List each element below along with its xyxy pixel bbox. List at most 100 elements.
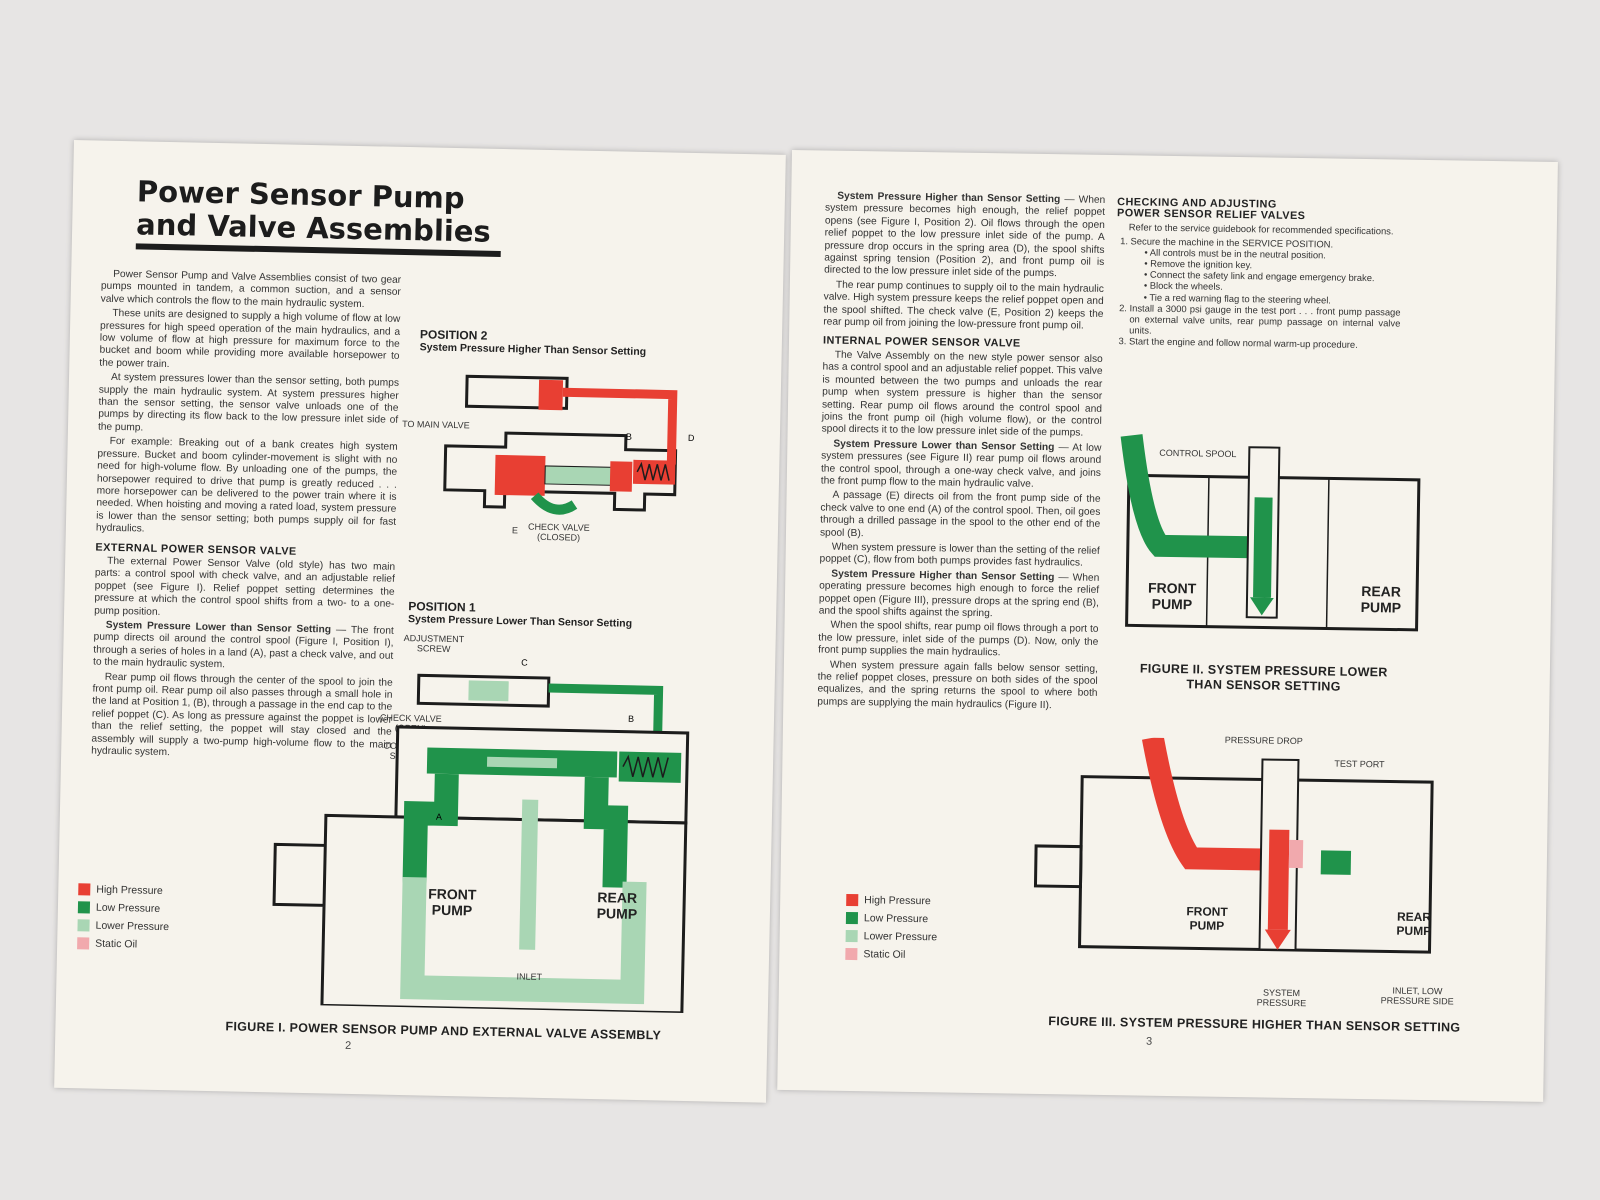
letter-c: C: [521, 657, 528, 667]
left-page: Power Sensor Pump and Valve Assemblies P…: [54, 140, 786, 1103]
legend-static: Static Oil: [845, 945, 937, 964]
lower-pressure-swatch: [845, 929, 858, 943]
checking-heading-line2: POWER SENSOR RELIEF VALVES: [1116, 207, 1306, 223]
center-passage: [519, 799, 539, 950]
divider: [1325, 478, 1330, 629]
pos1-spring: [622, 754, 669, 778]
figure-3-diagram: [1033, 735, 1434, 954]
rear-pump-label: REAR PUMP: [596, 889, 638, 922]
fig3-front-pump: FRONT PUMP: [1186, 904, 1228, 933]
relief-tip: [1264, 929, 1291, 950]
pressure-legend: High Pressure Low Pressure Lower Pressur…: [77, 880, 170, 954]
rear-pump-passage: [583, 776, 629, 888]
spring-end: [632, 459, 676, 485]
external-paragraph-1: The external Power Sensor Valve (old sty…: [94, 555, 396, 618]
spring: [636, 461, 670, 481]
right-page: System Pressure Higher than Sensor Setti…: [777, 150, 1558, 1102]
figure-2-caption-line2: THAN SENSOR SETTING: [1186, 677, 1341, 694]
letter-d: D: [688, 433, 695, 443]
right-paragraph-2: The rear pump continues to supply oil to…: [823, 279, 1104, 332]
figure-2-caption: FIGURE II. SYSTEM PRESSURE LOWER THAN SE…: [1140, 662, 1388, 696]
low-pressure-upper-line: [548, 683, 664, 751]
internal-paragraph-3: A passage (E) directs oil from the front…: [819, 490, 1101, 539]
legend-high: High Pressure: [78, 880, 170, 900]
front-pump-label: FRONT PUMP: [428, 885, 477, 919]
high-pressure-chamber: [538, 379, 564, 411]
pump-housing: [272, 813, 688, 1014]
page-number-left: 2: [344, 1039, 352, 1053]
figure-2-diagram: [1120, 434, 1421, 632]
title-line-2: and Valve Assemblies: [135, 207, 492, 249]
test-port-low: [1320, 850, 1352, 875]
intro-paragraph-3: At system pressures lower than the senso…: [97, 372, 400, 434]
inlet-label: INLET: [516, 971, 543, 982]
lower-pressure-swatch: [77, 919, 90, 932]
static-oil-swatch: [77, 937, 90, 950]
legend-low: Low Pressure: [77, 898, 170, 918]
high-pressure-swatch: [846, 893, 859, 907]
pressure-legend: High Pressure Low Pressure Lower Pressur…: [845, 891, 938, 964]
high-pressure-spool-zone: [494, 454, 546, 496]
right-text-column-1: System Pressure Higher than Sensor Setti…: [817, 191, 1105, 716]
right-text-column-2: CHECKING AND ADJUSTING POWER SENSOR RELI…: [1115, 196, 1402, 351]
legend-high: High Pressure: [846, 891, 938, 910]
check-valve-closed-line2: (CLOSED): [537, 531, 581, 543]
intro-paragraph-4: For example: Breaking out of a bank crea…: [95, 436, 398, 535]
high-pressure-swatch: [78, 883, 91, 896]
letter-a: A: [436, 812, 442, 822]
position-2-diagram: B D: [443, 374, 695, 515]
pressure-drop-callout: PRESSURE DROP: [1224, 734, 1303, 747]
high-pressure-line: [562, 387, 678, 465]
legend-low: Low Pressure: [845, 909, 938, 928]
intro-paragraph-1: Power Sensor Pump and Valve Assemblies c…: [100, 268, 402, 310]
check-valve-tip: [1250, 597, 1275, 616]
drive-shaft: [1033, 844, 1083, 889]
adjustment-screw-line1: ADJUSTMENT: [403, 633, 465, 645]
internal-paragraph-4: When system pressure is lower than the s…: [819, 541, 1100, 569]
internal-paragraph-1: The Valve Assembly on the new style powe…: [821, 349, 1103, 439]
figure-1-caption: FIGURE I. POWER SENSOR PUMP AND EXTERNAL…: [225, 1019, 662, 1043]
low-pressure-swatch: [77, 901, 91, 914]
step-1: Secure the machine in the SERVICE POSITI…: [1130, 235, 1402, 306]
spool-center: [486, 756, 558, 769]
static-zone: [1288, 839, 1304, 869]
internal-paragraph-6: When the spool shifts, rear pump oil flo…: [818, 620, 1099, 659]
poppet-static-oil: [468, 680, 509, 702]
position-1-heading: POSITION 1: [408, 599, 476, 615]
letter-b: B: [628, 714, 634, 724]
figure-2-caption-line1: FIGURE II. SYSTEM PRESSURE LOWER: [1139, 661, 1388, 680]
step-2: Install a 3000 psi gauge in the test por…: [1129, 302, 1400, 340]
inlet-low-pressure-callout: INLET, LOW PRESSURE SIDE: [1380, 985, 1454, 1007]
internal-paragraph-7: When system pressure again falls below s…: [817, 659, 1098, 711]
control-spool: [544, 465, 616, 486]
spool-high: [1267, 829, 1290, 930]
checking-heading: CHECKING AND ADJUSTING POWER SENSOR RELI…: [1116, 196, 1402, 224]
control-spool-callout: CONTROL SPOOL: [1159, 447, 1237, 460]
low-pressure-return: [530, 492, 578, 515]
static-oil-swatch: [845, 947, 858, 961]
internal-paragraph-2: System Pressure Lower than Sensor Settin…: [821, 438, 1102, 492]
high-pressure-passage: [1141, 735, 1282, 871]
step-1-substeps: All controls must be in the neutral posi…: [1144, 246, 1402, 306]
system-pressure-callout: SYSTEM PRESSURE: [1256, 987, 1307, 1009]
system-pressure-line2: PRESSURE: [1256, 997, 1307, 1009]
system-pressure-line1: SYSTEM: [1262, 987, 1301, 999]
test-port-callout: TEST PORT: [1334, 758, 1385, 770]
position-1-title: POSITION 1 System Pressure Lower Than Se…: [408, 599, 633, 630]
position-2-title: POSITION 2 System Pressure Higher Than S…: [420, 327, 647, 358]
internal-paragraph-5: System Pressure Higher than Sensor Setti…: [819, 568, 1100, 622]
front-pump-passage: [402, 773, 459, 884]
legend-lower: Lower Pressure: [77, 916, 169, 936]
inlet-low-line2: PRESSURE SIDE: [1380, 995, 1454, 1007]
legend-lower: Lower Pressure: [845, 927, 938, 946]
check-valve-closed-label: CHECK VALVE (CLOSED): [528, 522, 590, 543]
fig3-rear-pump: REAR PUMP: [1396, 909, 1432, 939]
position-2-subtitle: System Pressure Higher Than Sensor Setti…: [419, 341, 647, 359]
letter-b: B: [626, 432, 632, 442]
figure-3-caption: FIGURE III. SYSTEM PRESSURE HIGHER THAN …: [1048, 1014, 1461, 1035]
fig2-rear-pump: REAR PUMP: [1360, 582, 1402, 616]
low-pressure-passage: [1120, 434, 1270, 559]
page-number-right: 3: [1145, 1035, 1153, 1048]
fig2-front-pump: FRONT PUMP: [1147, 579, 1197, 613]
run-in-text: — When system pressure becomes high enou…: [824, 194, 1106, 280]
